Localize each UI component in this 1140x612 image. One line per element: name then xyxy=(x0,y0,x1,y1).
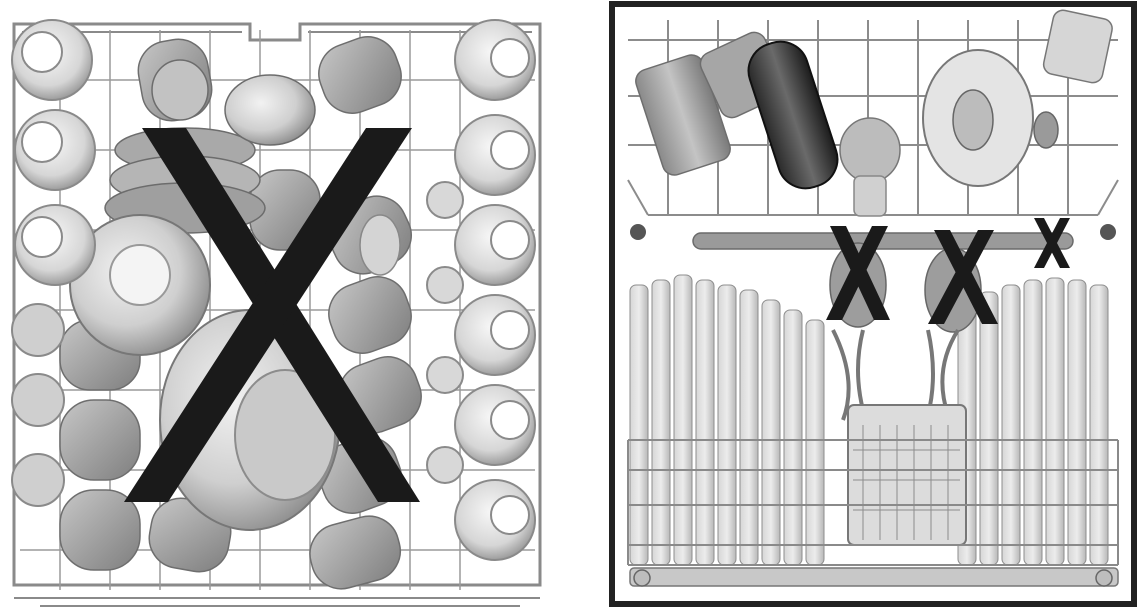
rack-top-view-panel xyxy=(0,0,560,612)
lower-rack-wires xyxy=(627,439,1119,566)
cups-right-column xyxy=(426,19,536,561)
x-mark-3 xyxy=(1034,218,1070,268)
upper-rack xyxy=(627,9,1119,240)
bottom-rail xyxy=(629,567,1119,587)
rack-top-view-illustration xyxy=(11,19,542,607)
x-mark-1 xyxy=(826,226,890,320)
x-mark-2 xyxy=(928,230,998,324)
x-mark-large xyxy=(124,128,420,502)
large-dishes xyxy=(69,214,401,531)
cutlery-basket xyxy=(847,404,967,546)
dishwasher-front-view-panel xyxy=(608,0,1140,612)
dark-tumbler xyxy=(747,40,839,190)
cups-left-column xyxy=(11,19,96,507)
dishwasher-front-view-illustration xyxy=(609,1,1137,607)
